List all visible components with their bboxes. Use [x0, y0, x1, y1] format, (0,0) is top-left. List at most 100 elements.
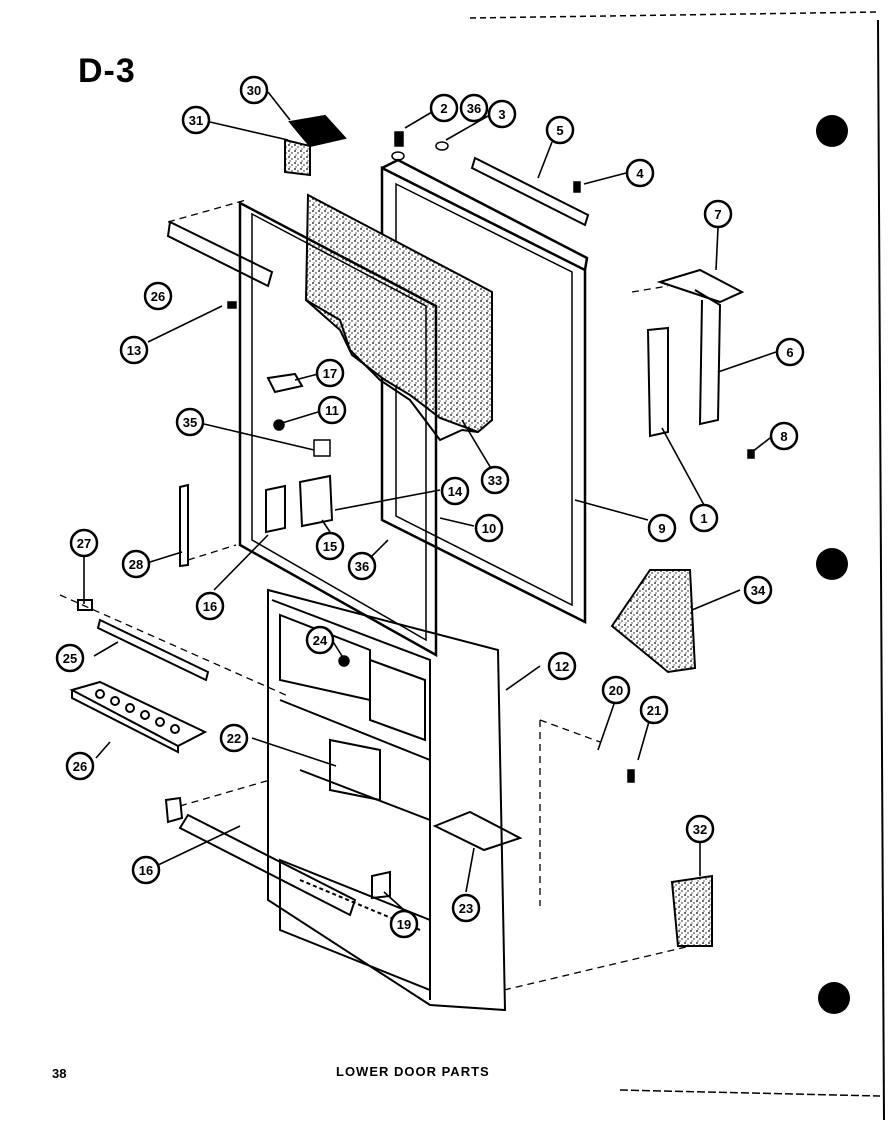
callout: 8	[769, 421, 799, 451]
callout: 36	[459, 93, 489, 123]
callout-label: 8	[780, 429, 787, 444]
callout-label: 33	[488, 473, 502, 488]
callout-label: 10	[482, 521, 496, 536]
callout: 13	[119, 335, 149, 365]
callout: 11	[317, 395, 347, 425]
callout: 2	[429, 93, 459, 123]
callout-label: 26	[73, 759, 87, 774]
callout-label: 34	[751, 583, 766, 598]
callout-label: 13	[127, 343, 141, 358]
callout-label: 6	[786, 345, 793, 360]
shelf-rail	[96, 618, 210, 682]
callout: 9	[647, 513, 677, 543]
callout-label: 16	[203, 599, 217, 614]
callouts: 1 2 3 4 5 6 7 8 9 10 11 12 13 14 15 16 1…	[55, 75, 805, 939]
registration-dot	[818, 982, 850, 1014]
foam-block	[610, 569, 697, 674]
callout-label: 5	[556, 123, 563, 138]
callout-label: 35	[183, 415, 197, 430]
foam-insulation	[304, 193, 493, 442]
callout: 35	[175, 407, 205, 437]
foam-strip	[670, 874, 713, 947]
callout: 21	[639, 695, 669, 725]
callout-label: 26	[151, 289, 165, 304]
callout: 12	[547, 651, 577, 681]
callout-label: 25	[63, 651, 77, 666]
callout: 7	[703, 199, 733, 229]
callout: 27	[69, 528, 99, 558]
callout: 15	[315, 531, 345, 561]
callout: 32	[685, 814, 715, 844]
scan-edge-marks	[469, 11, 885, 1121]
door-gasket-frame	[238, 200, 438, 658]
callout: 30	[239, 75, 269, 105]
callout-label: 16	[139, 863, 153, 878]
door-top-trim	[166, 220, 274, 288]
callout-label: 32	[693, 822, 707, 837]
callout-label: 15	[323, 539, 337, 554]
registration-dot	[816, 115, 848, 147]
callout-label: 14	[448, 484, 463, 499]
callout: 3	[487, 99, 517, 129]
hinge-cover	[284, 114, 347, 177]
callout: 16	[195, 591, 225, 621]
callout-label: 2	[440, 101, 447, 116]
callout-label: 19	[397, 917, 411, 932]
callout: 31	[181, 105, 211, 135]
registration-dot	[816, 548, 848, 580]
callout: 1	[689, 503, 719, 533]
callout-label: 9	[658, 521, 665, 536]
callout: 17	[315, 358, 345, 388]
callout-label: 30	[247, 83, 261, 98]
diagram-caption: LOWER DOOR PARTS	[336, 1064, 490, 1079]
callout: 26	[65, 751, 95, 781]
diagram-id: D-3	[78, 52, 136, 90]
callout: 25	[55, 643, 85, 673]
callout-label: 28	[129, 557, 143, 572]
callout-label: 7	[714, 207, 721, 222]
callout: 19	[389, 909, 419, 939]
callout-label: 3	[498, 107, 505, 122]
callout: 28	[121, 549, 151, 579]
callout-label: 36	[467, 101, 481, 116]
top-trim-strip	[470, 156, 590, 227]
handle-channel	[646, 326, 669, 438]
callout: 24	[305, 625, 335, 655]
callout-label: 23	[459, 901, 473, 916]
leader-lines	[83, 91, 777, 911]
guide-lines	[59, 199, 691, 991]
callout-label: 22	[227, 731, 241, 746]
fasteners	[227, 131, 755, 783]
callout: 26	[143, 281, 173, 311]
callout-label: 21	[647, 703, 661, 718]
callout: 5	[545, 115, 575, 145]
callout: 33	[480, 465, 510, 495]
callout: 36	[347, 551, 377, 581]
outer-door-panel	[380, 158, 589, 625]
callout-label: 17	[323, 366, 337, 381]
door-shelf-trim	[164, 796, 357, 917]
callout: 6	[775, 337, 805, 367]
callout-label: 12	[555, 659, 569, 674]
callout: 16	[131, 855, 161, 885]
callout-label: 1	[700, 511, 707, 526]
callout: 23	[451, 893, 481, 923]
callout: 22	[219, 723, 249, 753]
callout-label: 4	[636, 166, 644, 181]
callout-label: 24	[313, 633, 328, 648]
callout-label: 20	[609, 683, 623, 698]
page-number: 38	[52, 1066, 67, 1081]
callout-label: 27	[77, 536, 91, 551]
callout: 10	[474, 513, 504, 543]
inner-door-liner	[267, 588, 507, 1012]
hinge-bracket	[656, 268, 745, 426]
butter-tray	[432, 810, 523, 852]
callout: 20	[601, 675, 631, 705]
callout-label: 11	[325, 403, 339, 418]
brackets	[77, 372, 391, 900]
callout: 14	[440, 476, 470, 506]
callout-label: 36	[355, 559, 369, 574]
callout: 4	[625, 158, 655, 188]
